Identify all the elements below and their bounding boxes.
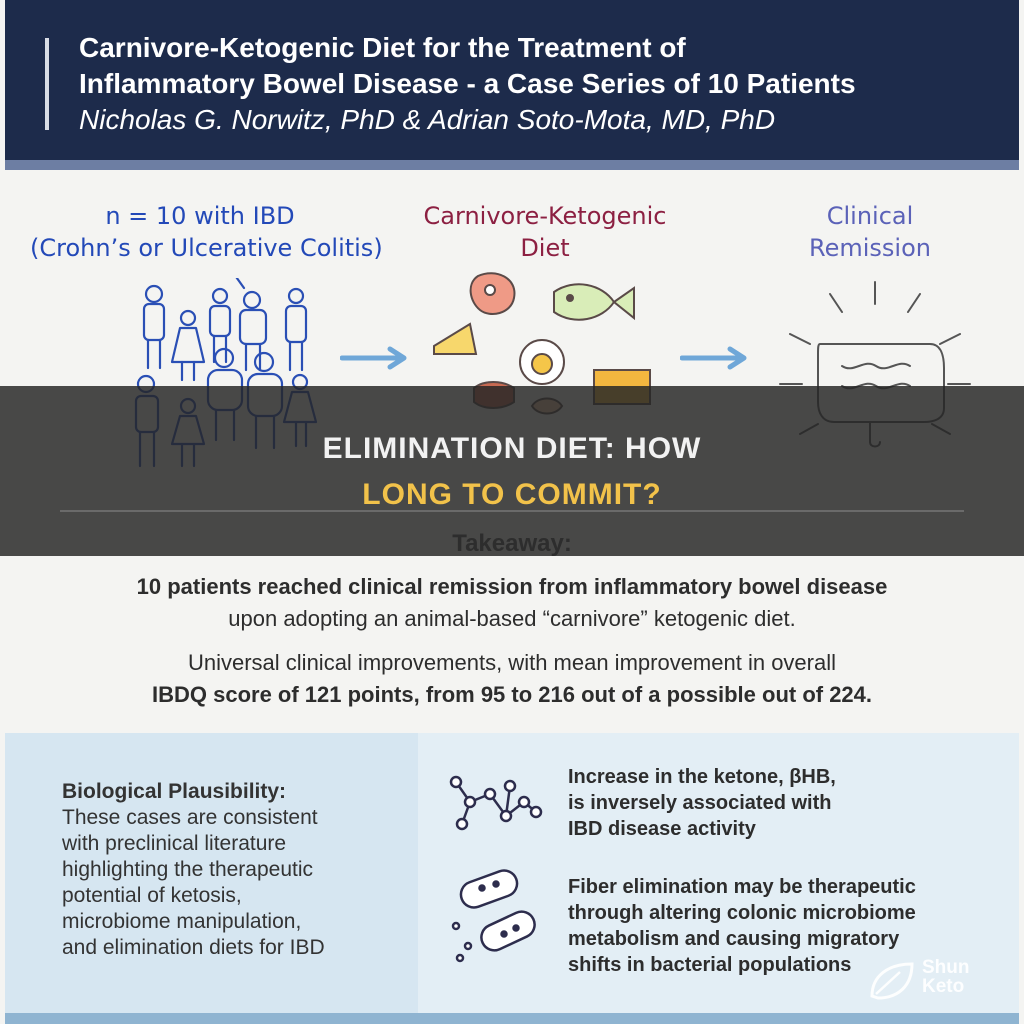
patients-label-line-2: (Crohn’s or Ulcerative Colitis) xyxy=(30,234,383,262)
banner-accent-bar xyxy=(45,38,49,130)
plausibility-panel xyxy=(5,733,418,1013)
molecule-icon xyxy=(449,775,543,831)
watermark-line-1: Shun xyxy=(922,957,970,978)
plausibility-line: with preclinical literature xyxy=(62,832,287,855)
plausibility-line: and elimination diets for IBD xyxy=(62,936,325,959)
title-line-2: Inflammatory Bowel Disease - a Case Seri… xyxy=(79,68,856,99)
ketone-line: Increase in the ketone, βHB, xyxy=(568,766,836,788)
title-overlay xyxy=(0,386,1024,556)
plausibility-line: microbiome manipulation, xyxy=(62,910,302,933)
fiber-line: Fiber elimination may be therapeutic xyxy=(568,876,916,898)
diet-label-line-1: Carnivore-Ketogenic xyxy=(423,202,667,230)
takeaway-heading: Takeaway: xyxy=(452,530,572,557)
overlay-title-line-2: LONG TO COMMIT? xyxy=(362,478,662,511)
bacteria-icon xyxy=(451,869,536,963)
title-banner: Carnivore-Ketogenic Diet for the Treatme… xyxy=(5,0,1019,160)
arrow-right-icon xyxy=(680,346,747,370)
takeaway-p2-line-1: Universal clinical improvements, with me… xyxy=(187,650,836,675)
plausibility-line: These cases are consistent xyxy=(62,806,318,829)
takeaway-p1-line-1: 10 patients reached clinical remission f… xyxy=(136,574,888,599)
plausibility-line: highlighting the therapeutic xyxy=(62,858,314,881)
ketone-line: is inversely associated with xyxy=(568,792,832,814)
bottom-bar xyxy=(5,1013,1019,1024)
banner-underline xyxy=(5,160,1019,170)
authors: Nicholas G. Norwitz, PhD & Adrian Soto-M… xyxy=(79,104,776,135)
watermark-line-2: Keto xyxy=(922,976,965,997)
ketone-line: IBD disease activity xyxy=(568,818,756,840)
title-line-1: Carnivore-Ketogenic Diet for the Treatme… xyxy=(79,32,686,63)
fiber-line: through altering colonic microbiome xyxy=(568,902,916,924)
fiber-line: metabolism and causing migratory xyxy=(568,928,900,950)
findings-panel xyxy=(418,733,1019,1013)
leaf-logo-icon xyxy=(870,962,914,1000)
overlay-title-line-1: ELIMINATION DIET: HOW xyxy=(322,432,702,465)
diet-label-line-2: Diet xyxy=(520,234,570,262)
plausibility-line: potential of ketosis, xyxy=(62,884,242,907)
patients-label-line-1: n = 10 with IBD xyxy=(105,202,295,230)
watermark: Shun Keto xyxy=(922,958,970,996)
remission-label-line-1: Clinical xyxy=(826,202,914,230)
fiber-line: shifts in bacterial populations xyxy=(568,954,852,976)
overlay-divider xyxy=(60,510,964,512)
plausibility-heading: Biological Plausibility: xyxy=(62,780,287,803)
remission-label-line-2: Remission xyxy=(809,234,931,262)
takeaway-p1-line-2: upon adopting an animal-based “carnivore… xyxy=(228,606,796,631)
takeaway-p2-line-2: IBDQ score of 121 points, from 95 to 216… xyxy=(151,682,873,707)
arrow-right-icon xyxy=(340,346,407,370)
